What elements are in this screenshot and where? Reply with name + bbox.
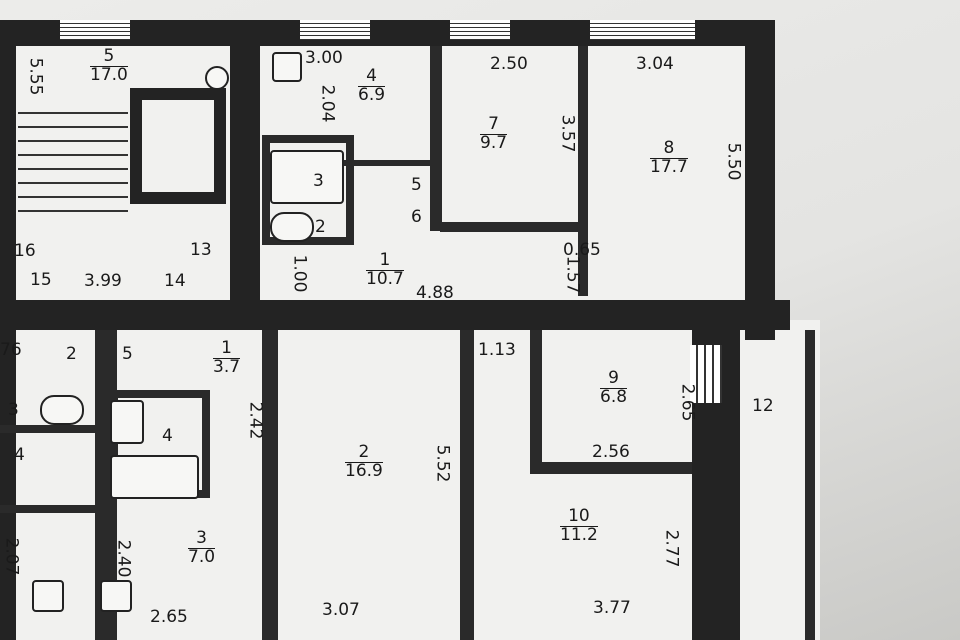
dimension: 3.07	[322, 600, 360, 620]
outer-wall-right	[745, 20, 775, 340]
dimension: 3.77	[593, 598, 631, 618]
middle-wall	[0, 300, 790, 330]
dimension: 4.88	[416, 283, 454, 303]
dimension: 5.50	[723, 142, 744, 181]
partition-left-4	[0, 505, 100, 513]
room-4-label: 4	[162, 426, 173, 446]
ventilation-grid	[690, 345, 722, 403]
wall-room2-left	[262, 330, 278, 640]
room-5-small-label: 5	[122, 344, 133, 364]
dimension: 2.42	[245, 401, 266, 440]
dimension: 2.77	[661, 529, 682, 568]
partition-9-left	[530, 330, 542, 470]
room-label: 3	[8, 400, 19, 420]
partition-4-7	[430, 46, 442, 231]
wall-stair	[230, 40, 260, 300]
wall-room2-right	[460, 330, 474, 640]
window	[450, 20, 510, 40]
window	[300, 20, 370, 40]
toilet-icon	[40, 395, 84, 425]
room-label: 2	[66, 344, 77, 364]
bathroom-walls	[262, 135, 354, 245]
wall-left	[0, 40, 16, 640]
bathtub-icon	[110, 455, 199, 499]
dimension: 0.65	[563, 240, 601, 260]
dimension: 1.57	[562, 255, 583, 294]
room-label: 4	[14, 445, 25, 465]
dimension: 3.04	[636, 54, 674, 74]
dimension: 1.00	[289, 254, 310, 293]
dimension: 2.65	[150, 607, 188, 627]
room-3-label: 3	[313, 171, 324, 191]
partition-9-bottom	[530, 462, 695, 474]
partition-left-3	[0, 425, 100, 433]
toilet-icon	[270, 212, 314, 242]
window	[60, 20, 130, 40]
room-5-small-label: 5	[411, 175, 422, 195]
window	[590, 20, 695, 40]
wall-right-lower	[805, 330, 815, 640]
dimension: 3.57	[557, 114, 578, 153]
staircase	[18, 100, 128, 215]
room-2-label: 2	[315, 217, 326, 237]
stove-icon	[100, 580, 132, 612]
elevator-shaft	[130, 88, 226, 204]
stair-label-15: 15	[30, 270, 52, 290]
room-6-small-label: 6	[411, 207, 422, 227]
dimension: 5.55	[25, 57, 46, 96]
stair-label-16: 16	[14, 241, 36, 261]
dimension: 3.99	[84, 271, 122, 291]
stair-label-14: 14	[164, 271, 186, 291]
partition-7-8	[578, 46, 588, 296]
partition-7-bottom	[440, 222, 580, 232]
dimension: 2.04	[317, 84, 338, 123]
room-label: 76	[0, 340, 22, 360]
dimension: 2.50	[490, 54, 528, 74]
sink-icon	[110, 400, 144, 444]
dimension: 2.07	[1, 537, 22, 576]
partition-4-bottom	[262, 160, 432, 166]
dimension: 3.00	[305, 48, 343, 68]
stove-icon	[272, 52, 302, 82]
dimension: 2.65	[677, 383, 698, 422]
upper-floor-area	[0, 40, 770, 310]
dimension: 2.40	[113, 539, 134, 578]
stair-label-13: 13	[190, 240, 212, 260]
dimension: 1.13	[478, 340, 516, 360]
dimension: 5.52	[432, 444, 453, 483]
sink-icon	[205, 66, 229, 90]
stove-icon	[32, 580, 64, 612]
room-12-label: 12	[752, 396, 774, 416]
dimension: 2.56	[592, 442, 630, 462]
bathtub-icon	[270, 150, 344, 204]
